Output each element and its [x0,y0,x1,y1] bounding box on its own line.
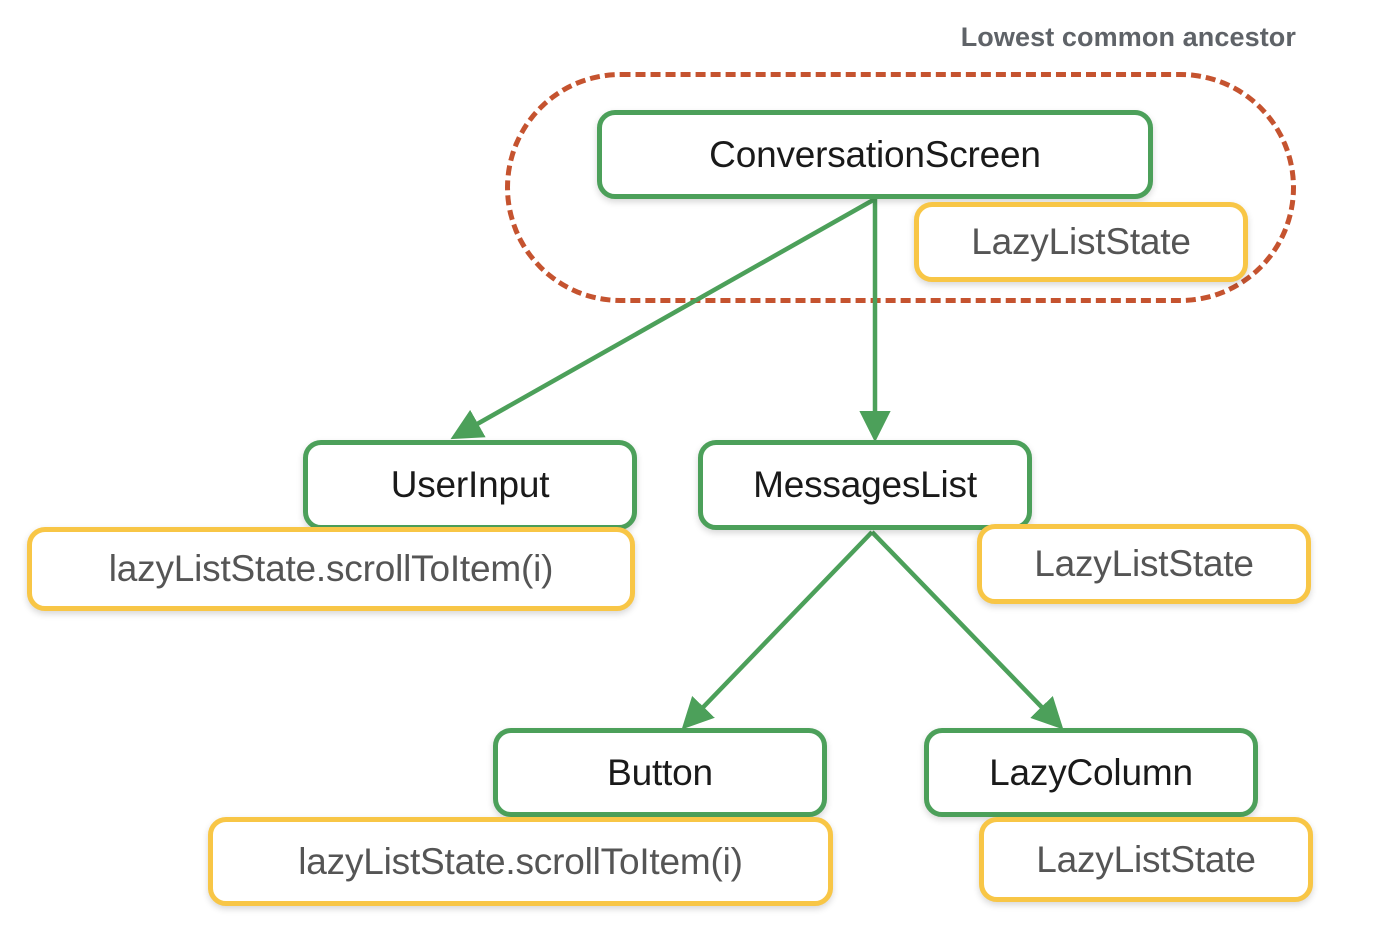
node-button[interactable]: Button [493,728,827,817]
node-conversationscreen[interactable]: ConversationScreen [597,110,1153,199]
node-lazycolumn[interactable]: LazyColumn [924,728,1258,817]
lowest-common-ancestor-group [505,72,1296,303]
badge-button-scrolltoitem[interactable]: lazyListState.scrollToItem(i) [208,817,833,906]
edge-messageslist-to-button [681,530,874,730]
badge-messageslist-lazyliststate[interactable]: LazyListState [977,524,1311,604]
badge-conversationscreen-lazyliststate[interactable]: LazyListState [914,202,1248,282]
badge-userinput-scrolltoitem[interactable]: lazyListState.scrollToItem(i) [27,527,635,611]
lowest-common-ancestor-label: Lowest common ancestor [960,22,1296,52]
node-messageslist[interactable]: MessagesList [698,440,1032,530]
badge-lazycolumn-lazyliststate[interactable]: LazyListState [979,817,1313,902]
node-userinput[interactable]: UserInput [303,440,637,530]
